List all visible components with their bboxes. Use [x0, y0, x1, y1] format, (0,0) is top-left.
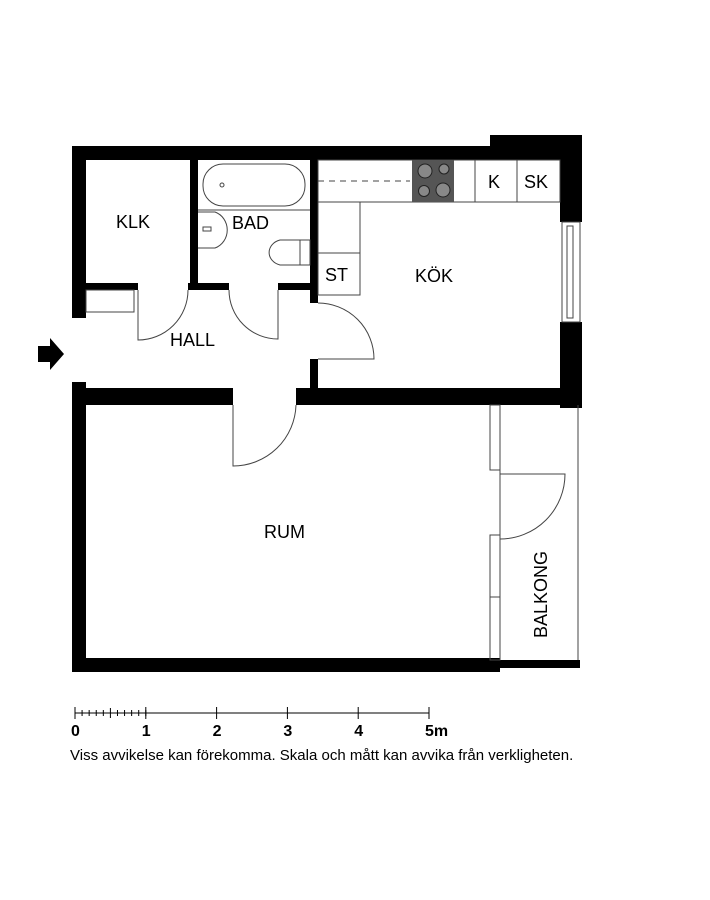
room-label-hall: HALL — [170, 330, 215, 350]
scale-label: 1 — [142, 723, 151, 740]
room-label-rum: RUM — [264, 522, 305, 542]
stove — [412, 160, 454, 202]
bad-door — [228, 289, 279, 340]
room-label-klk: KLK — [116, 212, 150, 232]
room-label-bad: BAD — [232, 213, 269, 233]
sink — [198, 211, 228, 249]
toilet — [268, 239, 301, 266]
balcony-door — [499, 473, 566, 540]
scale-label: 5m — [425, 723, 448, 740]
klk-door — [137, 289, 189, 341]
scale-bar: 0 1 2 3 4 5m — [71, 707, 448, 740]
room-label-sk: SK — [524, 172, 548, 192]
klk-shelf — [85, 289, 135, 313]
kok-door — [317, 302, 375, 360]
scale-label: 2 — [213, 723, 222, 740]
room-label-kok: KÖK — [415, 266, 453, 286]
scale-label: 0 — [71, 723, 80, 740]
walls — [72, 135, 582, 672]
scale-label: 4 — [354, 723, 363, 740]
windows — [489, 221, 581, 661]
doors — [137, 289, 566, 540]
room-label-st: ST — [325, 265, 348, 285]
entrance-arrow-icon — [38, 338, 64, 370]
room-label-k: K — [488, 172, 500, 192]
bathtub — [202, 163, 306, 207]
rum-door — [232, 404, 297, 467]
room-label-balkong: BALKONG — [531, 551, 551, 638]
disclaimer: Viss avvikelse kan förekomma. Skala och … — [70, 747, 574, 764]
scale-label: 3 — [283, 723, 292, 740]
fixtures — [85, 159, 561, 313]
